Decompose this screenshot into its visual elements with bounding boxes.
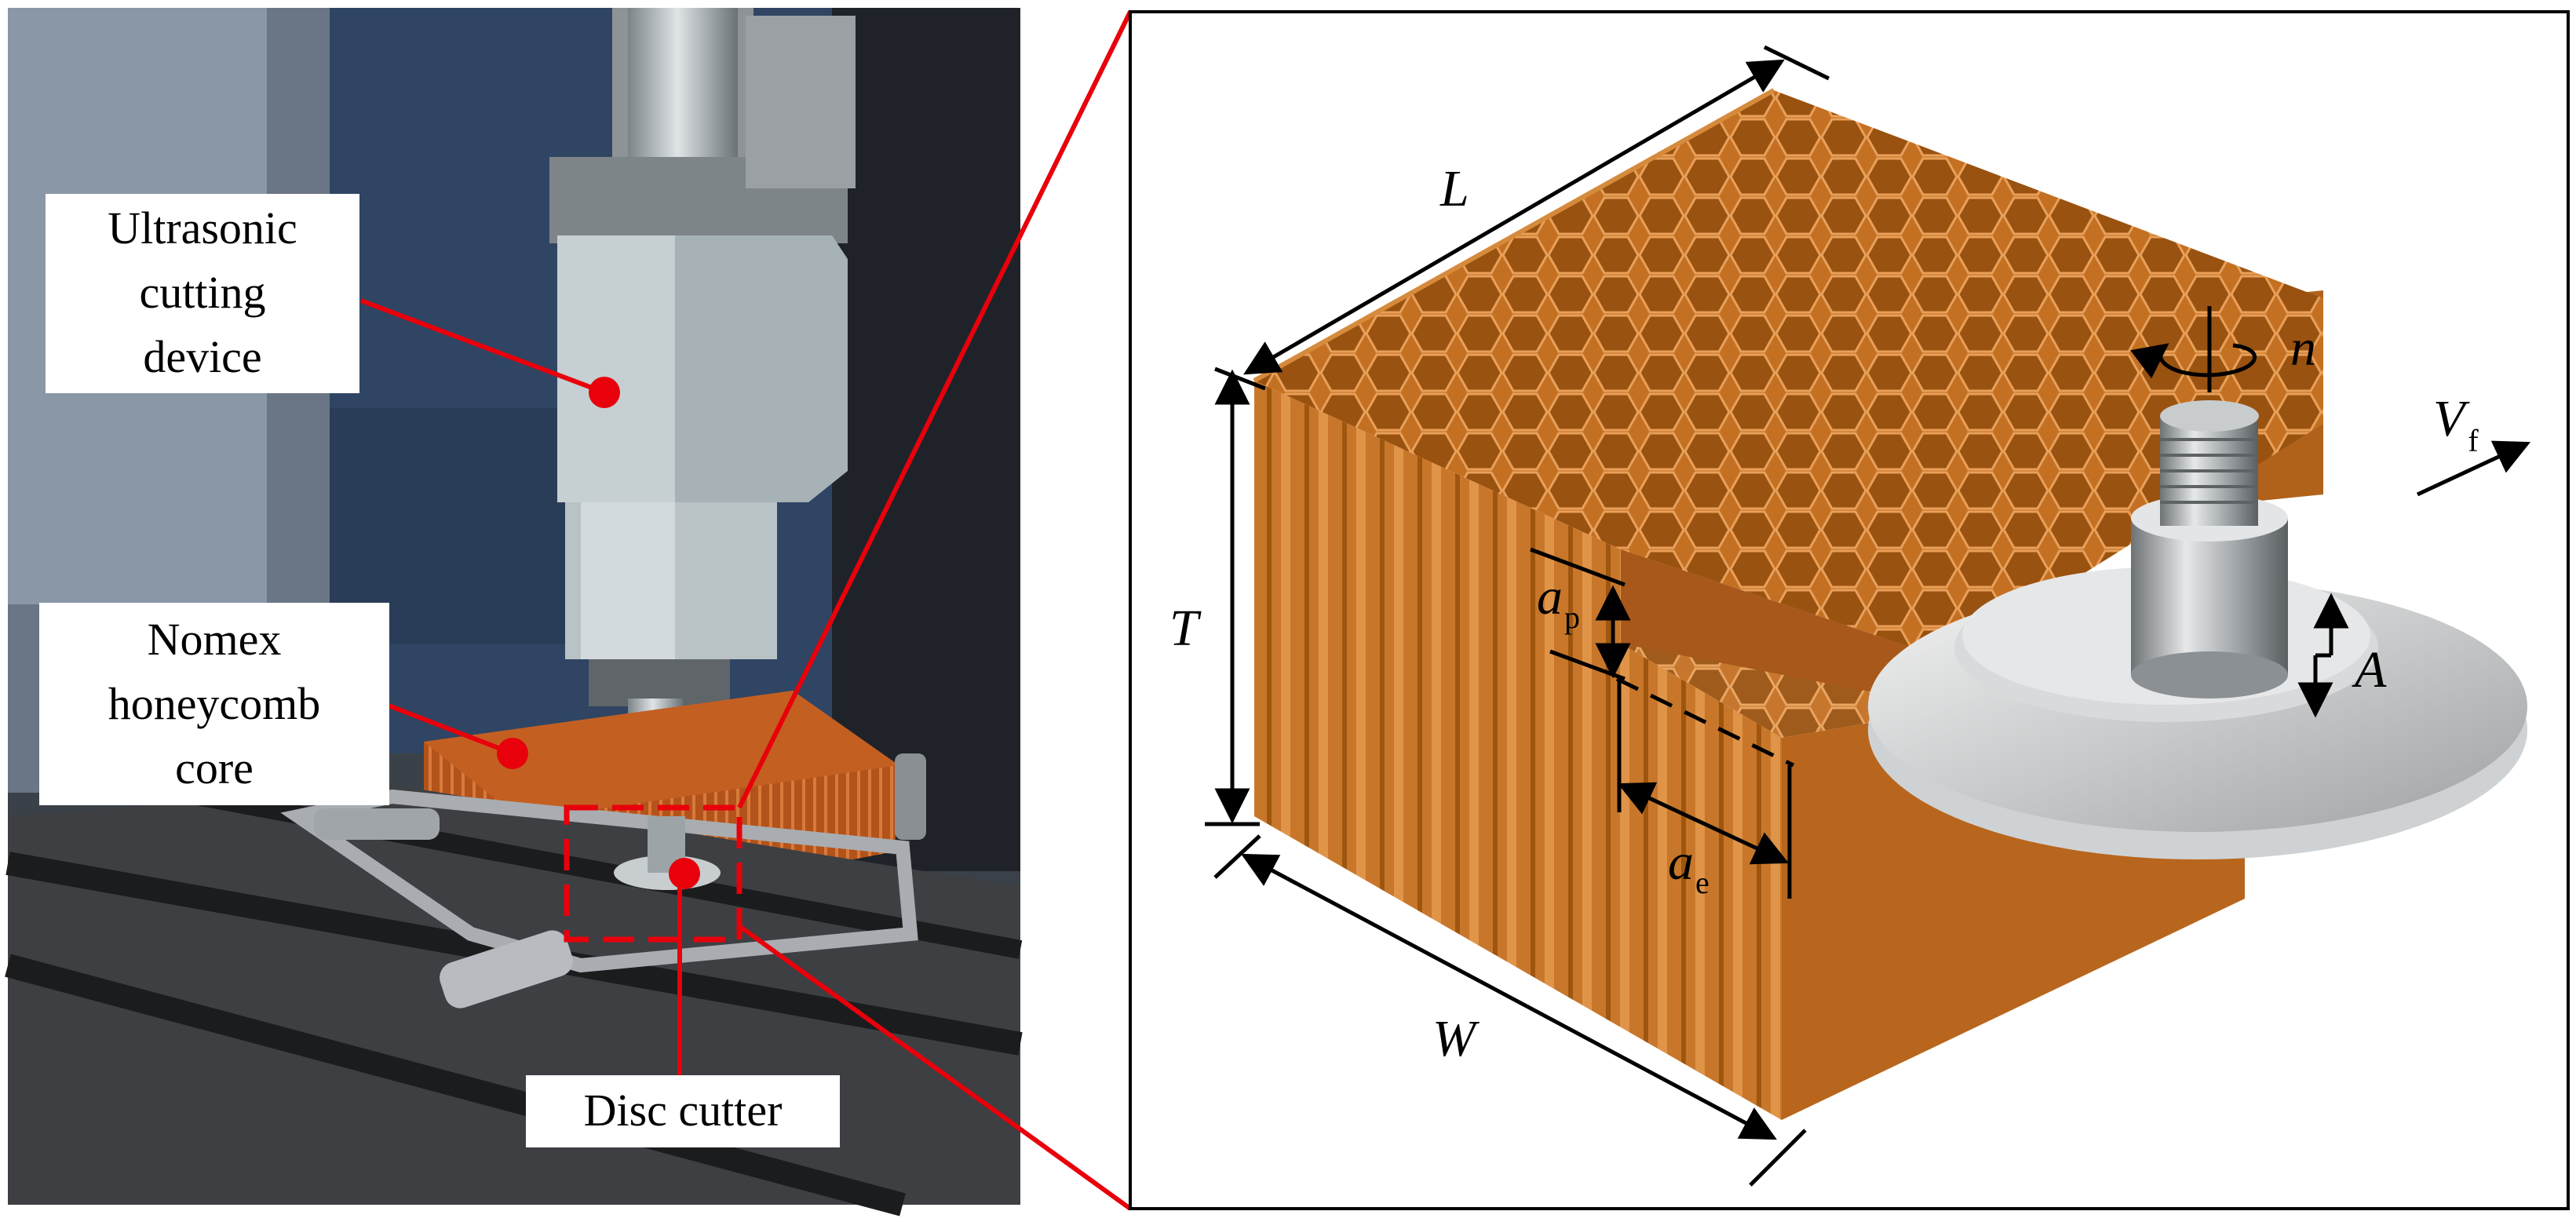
rotation-indicator (2130, 306, 2257, 392)
amplitude-label: A (2352, 641, 2387, 699)
length-label: L (1439, 160, 1469, 217)
thickness-label: T (1169, 600, 1202, 657)
core-label-line3: core (175, 742, 254, 793)
core-label-line2: honeycomb (108, 678, 321, 729)
width-label: W (1432, 1010, 1480, 1067)
width-of-cut-label: ae (1668, 834, 1709, 900)
device-label-line3: device (143, 331, 261, 382)
depth-of-cut-label: ap (1537, 568, 1580, 635)
core-label-box: Nomex honeycomb core (39, 603, 389, 805)
spindle-speed-label: n (2290, 319, 2316, 377)
device-callout-dot (589, 377, 620, 408)
feed-arrow (2416, 440, 2531, 497)
device-label-line1: Ultrasonic (108, 202, 297, 254)
dimension-lines (1205, 45, 1830, 1187)
zoom-box (564, 804, 743, 943)
core-label-line1: Nomex (148, 614, 282, 665)
amplitude-arrows (2297, 593, 2349, 718)
device-label-line2: cutting (139, 267, 265, 318)
device-label-box: Ultrasonic cutting device (46, 194, 359, 393)
cutter-label: Disc cutter (584, 1085, 783, 1136)
cutter-label-box: Disc cutter (526, 1075, 840, 1147)
cutter-callout-dot (669, 858, 700, 889)
callout-lines (359, 10, 1133, 1211)
tool-collar (2131, 518, 2288, 675)
disc-cutter-tool (1868, 400, 2527, 859)
core-callout-dot (497, 738, 528, 769)
